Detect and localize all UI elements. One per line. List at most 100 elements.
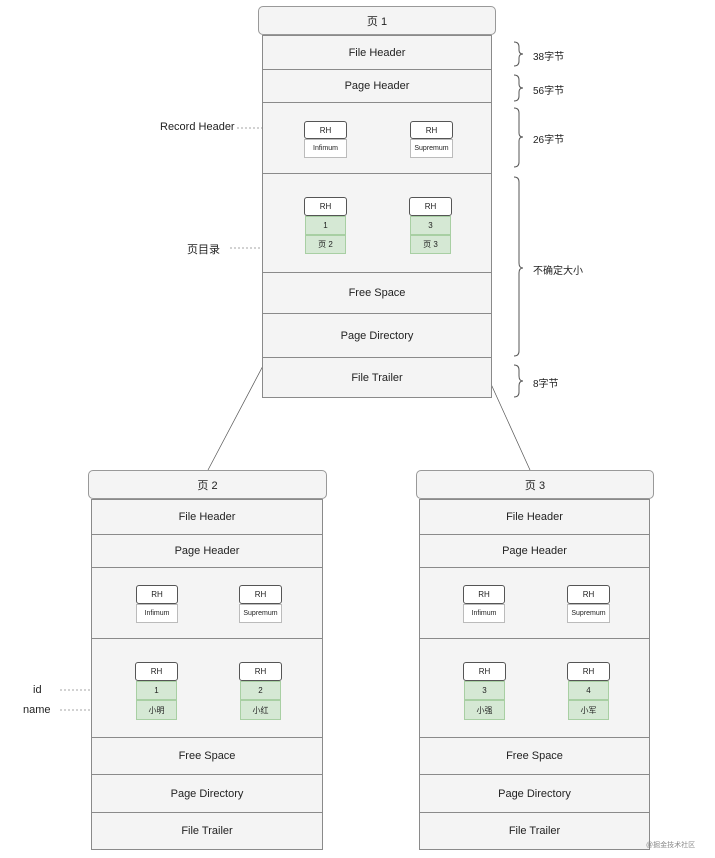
main-file-trailer-label: File Trailer: [351, 371, 403, 384]
page2-page-directory-label: Page Directory: [170, 787, 244, 800]
rh-label: RH: [151, 590, 163, 599]
record-name: 小军: [580, 705, 597, 715]
page2-infimum-supremum-section: [91, 568, 323, 639]
record-id: 3: [482, 686, 487, 695]
page3-page-header-label: Page Header: [502, 545, 567, 557]
rh-label: RH: [582, 667, 595, 676]
page2-record2-rh: RH: [239, 662, 282, 681]
page2-title-text: 页 2: [197, 479, 218, 492]
main-file-trailer: File Trailer: [262, 358, 492, 398]
size-file-trailer: 8字节: [533, 379, 559, 390]
page3-file-header: File Header: [419, 499, 650, 535]
record-page-pointer: 页 3: [423, 240, 438, 249]
page3-file-trailer-label: File Trailer: [508, 825, 561, 837]
main-supremum-cell: Supremum: [410, 139, 453, 158]
infimum-label: Infimum: [313, 145, 338, 152]
page2-record1-id: 1: [136, 681, 177, 700]
page3-file-header-label: File Header: [506, 511, 563, 523]
page3-title: 页 3: [416, 470, 654, 499]
main-page-header: Page Header: [262, 70, 492, 103]
rh-label: RH: [478, 590, 490, 599]
main-file-header-label: File Header: [348, 46, 406, 59]
page3-record2-rh: RH: [567, 662, 610, 681]
supremum-label: Supremum: [243, 610, 278, 617]
page-directory-annotation: 页目录: [187, 244, 220, 256]
page2-infimum-rh: RH: [136, 585, 178, 604]
rh-label: RH: [319, 125, 332, 135]
main-supremum-rh: RH: [410, 121, 453, 139]
main-file-header: File Header: [262, 35, 492, 70]
page3-user-records-section: [419, 639, 650, 738]
page2-free-space: Free Space: [91, 738, 323, 775]
page3-record1-rh: RH: [463, 662, 506, 681]
rh-label: RH: [582, 590, 595, 599]
main-user-records-section: [262, 174, 492, 273]
id-label: id: [33, 684, 42, 696]
page3-infimum-supremum-section: [419, 568, 650, 639]
record-name: 小强: [476, 705, 493, 715]
page3-supremum-rh: RH: [567, 585, 610, 604]
page3-file-trailer: File Trailer: [419, 813, 650, 850]
main-record2-id: 3: [410, 216, 451, 235]
main-infimum-cell: Infimum: [304, 139, 347, 158]
page2-infimum-cell: Infimum: [136, 604, 178, 623]
size-braces: [513, 41, 524, 398]
main-infimum-rh: RH: [304, 121, 347, 139]
page3-title-text: 页 3: [524, 479, 546, 492]
page2-page-header-label: Page Header: [174, 545, 240, 557]
page3-page-directory-label: Page Directory: [498, 787, 571, 800]
page2-file-header-label: File Header: [178, 511, 236, 523]
rh-label: RH: [478, 667, 491, 676]
page2-title: 页 2: [88, 470, 327, 499]
infimum-label: Infimum: [144, 610, 170, 617]
page2-supremum-rh: RH: [239, 585, 282, 604]
record-id: 1: [154, 686, 159, 695]
page3-free-space-label: Free Space: [506, 750, 563, 762]
page2-record1-name: 小明: [136, 700, 177, 720]
record-name: 小红: [252, 705, 269, 715]
infimum-label: Infimum: [471, 610, 497, 617]
page2-file-trailer-label: File Trailer: [181, 825, 233, 837]
main-record1-page: 页 2: [305, 235, 346, 254]
main-infimum-supremum-section: [262, 103, 492, 174]
record-name: 小明: [148, 705, 165, 715]
size-file-header: 38字节: [533, 52, 565, 63]
main-page-directory: Page Directory: [262, 314, 492, 358]
page3-record2-id: 4: [568, 681, 609, 700]
supremum-label: Supremum: [414, 145, 449, 152]
main-record1-id: 1: [305, 216, 346, 235]
watermark: @掘金技术社区: [646, 842, 696, 849]
page2-record2-name: 小红: [240, 700, 281, 720]
main-page-header-label: Page Header: [344, 80, 410, 92]
page2-record1-rh: RH: [135, 662, 178, 681]
main-record1-rh: RH: [304, 197, 347, 216]
size-infimum-supremum: 26字节: [533, 135, 565, 146]
main-record2-page: 页 3: [410, 235, 451, 254]
name-label: name: [23, 704, 51, 716]
rh-label: RH: [254, 667, 267, 676]
page2-supremum-cell: Supremum: [239, 604, 282, 623]
rh-label: RH: [319, 202, 332, 211]
page3-infimum-cell: Infimum: [463, 604, 505, 623]
main-free-space: Free Space: [262, 273, 492, 314]
page2-free-space-label: Free Space: [178, 750, 236, 762]
rh-label: RH: [424, 202, 437, 211]
main-record2-rh: RH: [409, 197, 452, 216]
size-page-header: 56字节: [533, 86, 565, 97]
page3-record2-name: 小军: [568, 700, 609, 720]
page2-page-directory: Page Directory: [91, 775, 323, 813]
main-page-directory-label: Page Directory: [340, 329, 414, 342]
supremum-label: Supremum: [571, 610, 606, 617]
page3-record1-id: 3: [464, 681, 505, 700]
main-free-space-label: Free Space: [348, 287, 406, 299]
page2-page-header: Page Header: [91, 535, 323, 568]
page2-record2-id: 2: [240, 681, 281, 700]
record-id: 3: [428, 221, 433, 230]
record-id: 1: [323, 221, 328, 230]
page3-infimum-rh: RH: [463, 585, 505, 604]
page3-page-header: Page Header: [419, 535, 650, 568]
page2-file-trailer: File Trailer: [91, 813, 323, 850]
page3-record1-name: 小强: [464, 700, 505, 720]
record-page-pointer: 页 2: [318, 240, 333, 249]
record-id: 4: [586, 686, 591, 695]
